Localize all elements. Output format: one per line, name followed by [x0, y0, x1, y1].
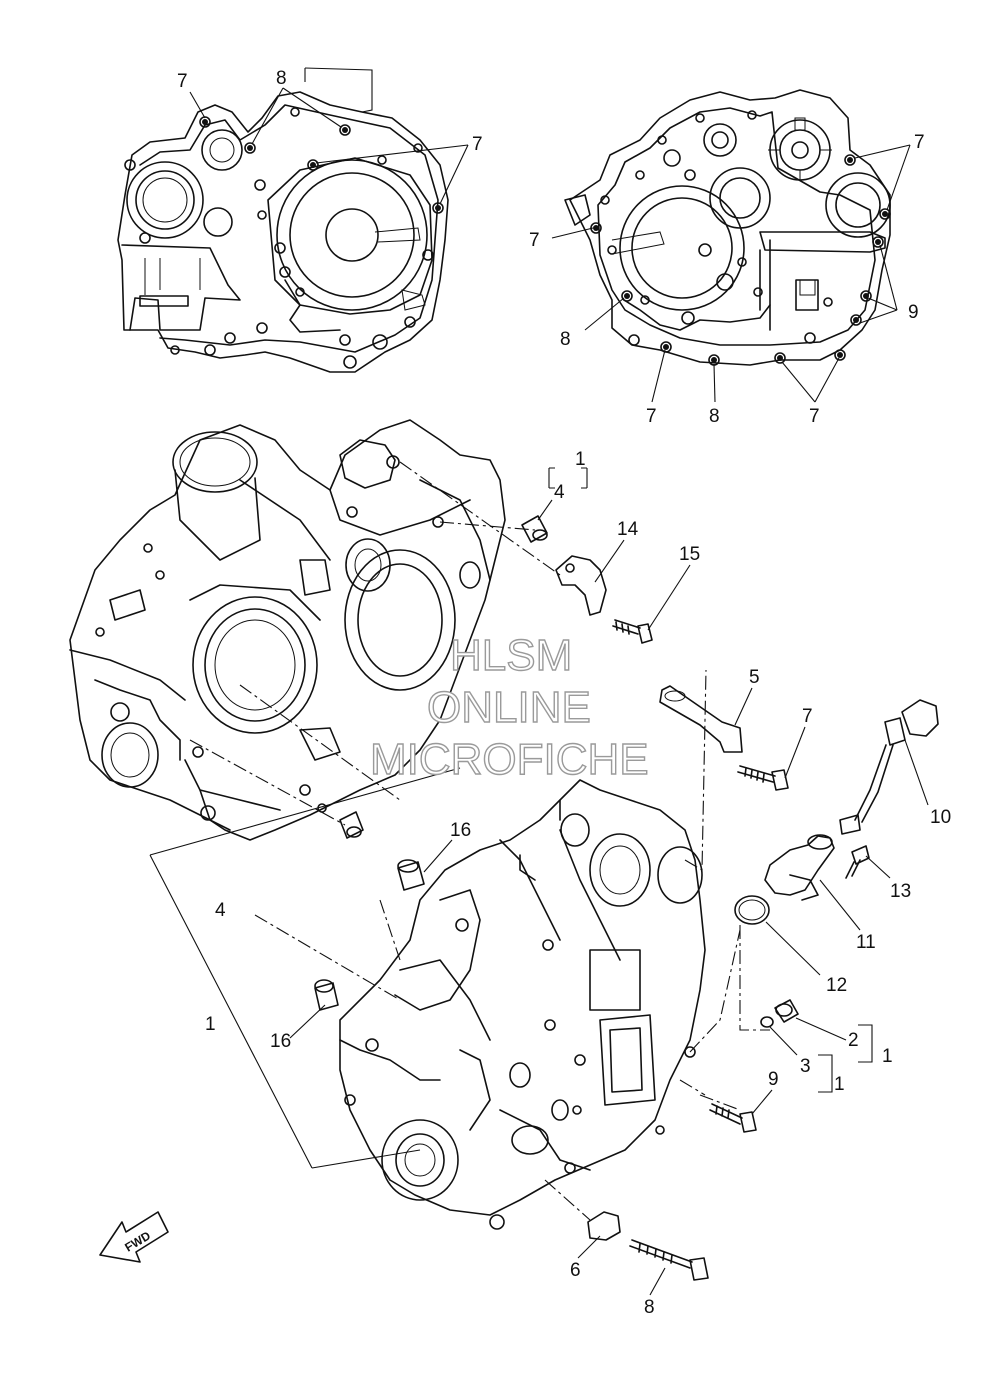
callout-14: 14: [617, 519, 639, 540]
dowel-pin-4-top: [521, 515, 548, 543]
callout-7: 7: [646, 406, 657, 427]
callout-1: 1: [882, 1046, 893, 1067]
watermark-line-3: MICROFICHE: [370, 735, 649, 784]
bolt-7: [737, 765, 789, 791]
filler-tube-11: [764, 834, 835, 901]
callout-5: 5: [749, 667, 760, 688]
callout-1: 1: [834, 1074, 845, 1095]
callout-7: 7: [472, 134, 483, 155]
callout-9: 9: [908, 302, 919, 323]
callout-8: 8: [709, 406, 720, 427]
top-left-crankcase-view: 7 8 7: [117, 67, 483, 373]
top-right-crankcase-view: 7 7 8 9 7 8 7: [529, 89, 925, 427]
callout-1: 1: [575, 449, 586, 470]
bracket-6: [587, 1211, 621, 1241]
watermark-line-2: ONLINE: [427, 683, 591, 732]
callout-4: 4: [215, 900, 226, 921]
o-ring-3: [760, 1016, 774, 1028]
callout-10: 10: [930, 807, 951, 828]
callout-8: 8: [644, 1297, 655, 1318]
fwd-arrow: FWD: [99, 1211, 169, 1263]
callout-2: 2: [848, 1030, 859, 1051]
callout-8: 8: [560, 329, 571, 350]
callout-16: 16: [450, 820, 471, 841]
callout-12: 12: [826, 975, 847, 996]
top-right-bolt-holes: [590, 110, 891, 366]
callout-9: 9: [768, 1069, 779, 1090]
callout-3: 3: [800, 1056, 811, 1077]
callout-7: 7: [177, 71, 188, 92]
callout-11: 11: [856, 932, 876, 953]
dowel-pin-4-left: [339, 811, 364, 839]
right-crankcase-half: [339, 779, 706, 1230]
callout-8: 8: [276, 68, 287, 89]
callout-labels: 1 4 14 15 5 7 10 13 11 12 16 4 1 16 2 1 …: [205, 449, 951, 1318]
plate-14: [555, 555, 607, 616]
leader-lines: [149, 467, 929, 1296]
callout-1: 1: [205, 1014, 216, 1035]
bolt-9: [709, 1103, 757, 1133]
plug-2: [774, 999, 799, 1023]
dowel-pin-16-upper: [397, 859, 425, 891]
callout-16: 16: [270, 1031, 291, 1052]
callout-7: 7: [914, 132, 925, 153]
o-ring-12: [734, 895, 770, 925]
bolt-13: [845, 845, 870, 879]
callout-15: 15: [679, 544, 700, 565]
clamp-5: [659, 685, 743, 753]
bolt-8: [629, 1239, 709, 1281]
callout-6: 6: [570, 1260, 581, 1281]
callout-7: 7: [809, 406, 820, 427]
top-left-bolt-holes: [124, 107, 444, 369]
callout-13: 13: [890, 881, 911, 902]
callout-4: 4: [554, 482, 565, 503]
dowel-pin-16-lower: [314, 979, 339, 1011]
left-crankcase-half: [69, 419, 506, 841]
bolt-15: [612, 619, 653, 644]
watermark: HLSM ONLINE MICROFICHE: [369, 630, 649, 784]
callout-7: 7: [529, 230, 540, 251]
callout-7: 7: [802, 706, 813, 727]
alignment-lines: [189, 461, 770, 1221]
dipstick-10: [839, 699, 939, 835]
watermark-line-1: HLSM: [450, 631, 572, 680]
